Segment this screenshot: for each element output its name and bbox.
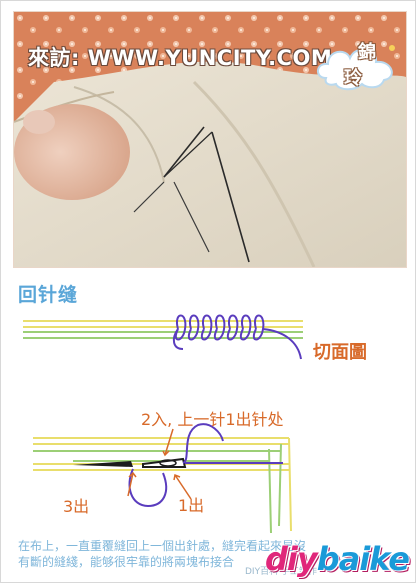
- description-line-2: 有斷的縫綫，能够很牢靠的將兩塊布接合: [18, 555, 235, 569]
- label-out-1: 1出: [178, 496, 204, 515]
- watermark-badge: 錦 玲: [314, 38, 402, 96]
- badge-char-2: 玲: [344, 68, 362, 89]
- logo-part-2: baike: [316, 540, 410, 578]
- description-line-1: 在布上，一直重覆縫回上一個出針處，縫完看起來是沒: [18, 539, 307, 553]
- small-watermark: DIY百科·手工制作: [245, 567, 317, 577]
- fabric-layers-bottom: [33, 437, 292, 534]
- cloud-badge-icon: [317, 45, 395, 91]
- section-heading: 回针缝: [18, 284, 79, 306]
- backstitch-diagram: 切面圖: [23, 314, 367, 534]
- needle: [73, 457, 187, 468]
- description-text: 在布上，一直重覆縫回上一個出針處，縫完看起來是沒 有斷的縫綫，能够很牢靠的將兩塊…: [18, 538, 368, 570]
- stitching-photo: 來訪: WWW.YUNCITY.COM 錦 玲: [13, 11, 407, 268]
- watermark-url: 來訪: WWW.YUNCITY.COM: [28, 46, 333, 70]
- label-cut-view: 切面圖: [313, 342, 367, 363]
- badge-char-1: 錦: [358, 42, 376, 63]
- label-out-3: 3出: [63, 497, 89, 516]
- stitch-loops: [172, 314, 302, 360]
- annotation-arrows: [127, 428, 192, 500]
- logo-part-1: diy: [264, 540, 318, 578]
- site-logo: diybaike: [264, 540, 410, 578]
- label-insert: 2入, 上一针1出针处: [141, 410, 284, 429]
- thread-path: [128, 423, 283, 508]
